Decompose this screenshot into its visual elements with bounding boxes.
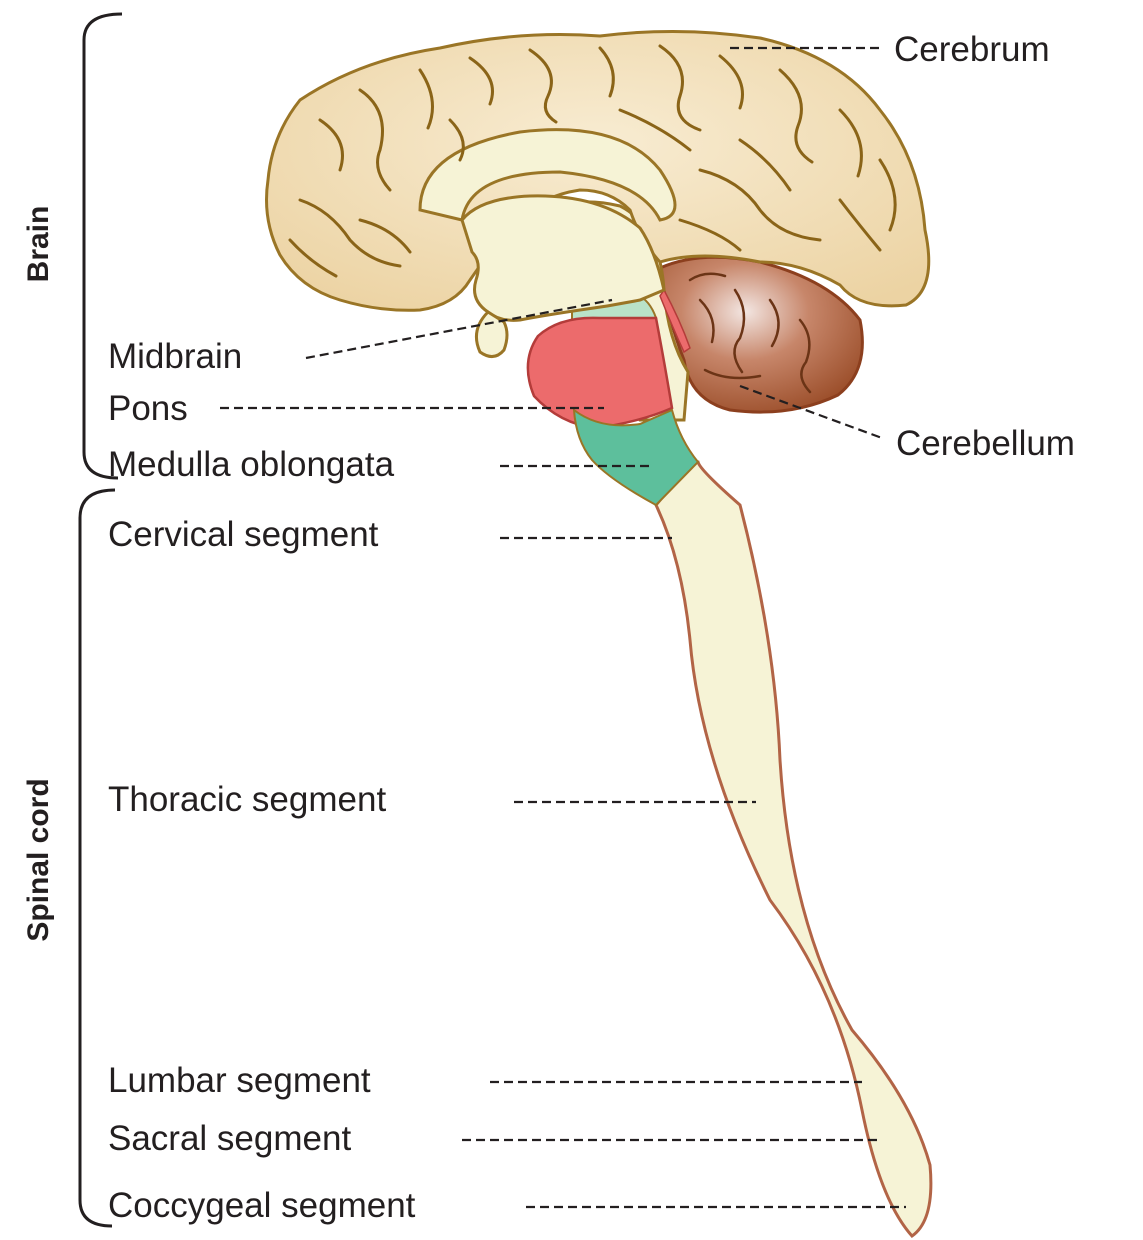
label-pons: Pons [108,389,188,428]
label-midbrain: Midbrain [108,337,242,376]
label-medulla-oblongata: Medulla oblongata [108,445,395,484]
pons [528,318,672,428]
spinal-cord-group-label: Spinal cord [22,778,55,941]
label-cervical-segment: Cervical segment [108,515,379,554]
brain-group-label: Brain [22,206,55,283]
label-lumbar-segment: Lumbar segment [108,1061,371,1100]
label-coccygeal-segment: Coccygeal segment [108,1186,416,1225]
label-cerebrum: Cerebrum [894,30,1050,69]
label-cerebellum: Cerebellum [896,424,1075,463]
label-sacral-segment: Sacral segment [108,1119,351,1158]
spinal-cord-brace [80,490,115,1226]
spinal-cord [656,462,931,1236]
label-thoracic-segment: Thoracic segment [108,780,386,819]
